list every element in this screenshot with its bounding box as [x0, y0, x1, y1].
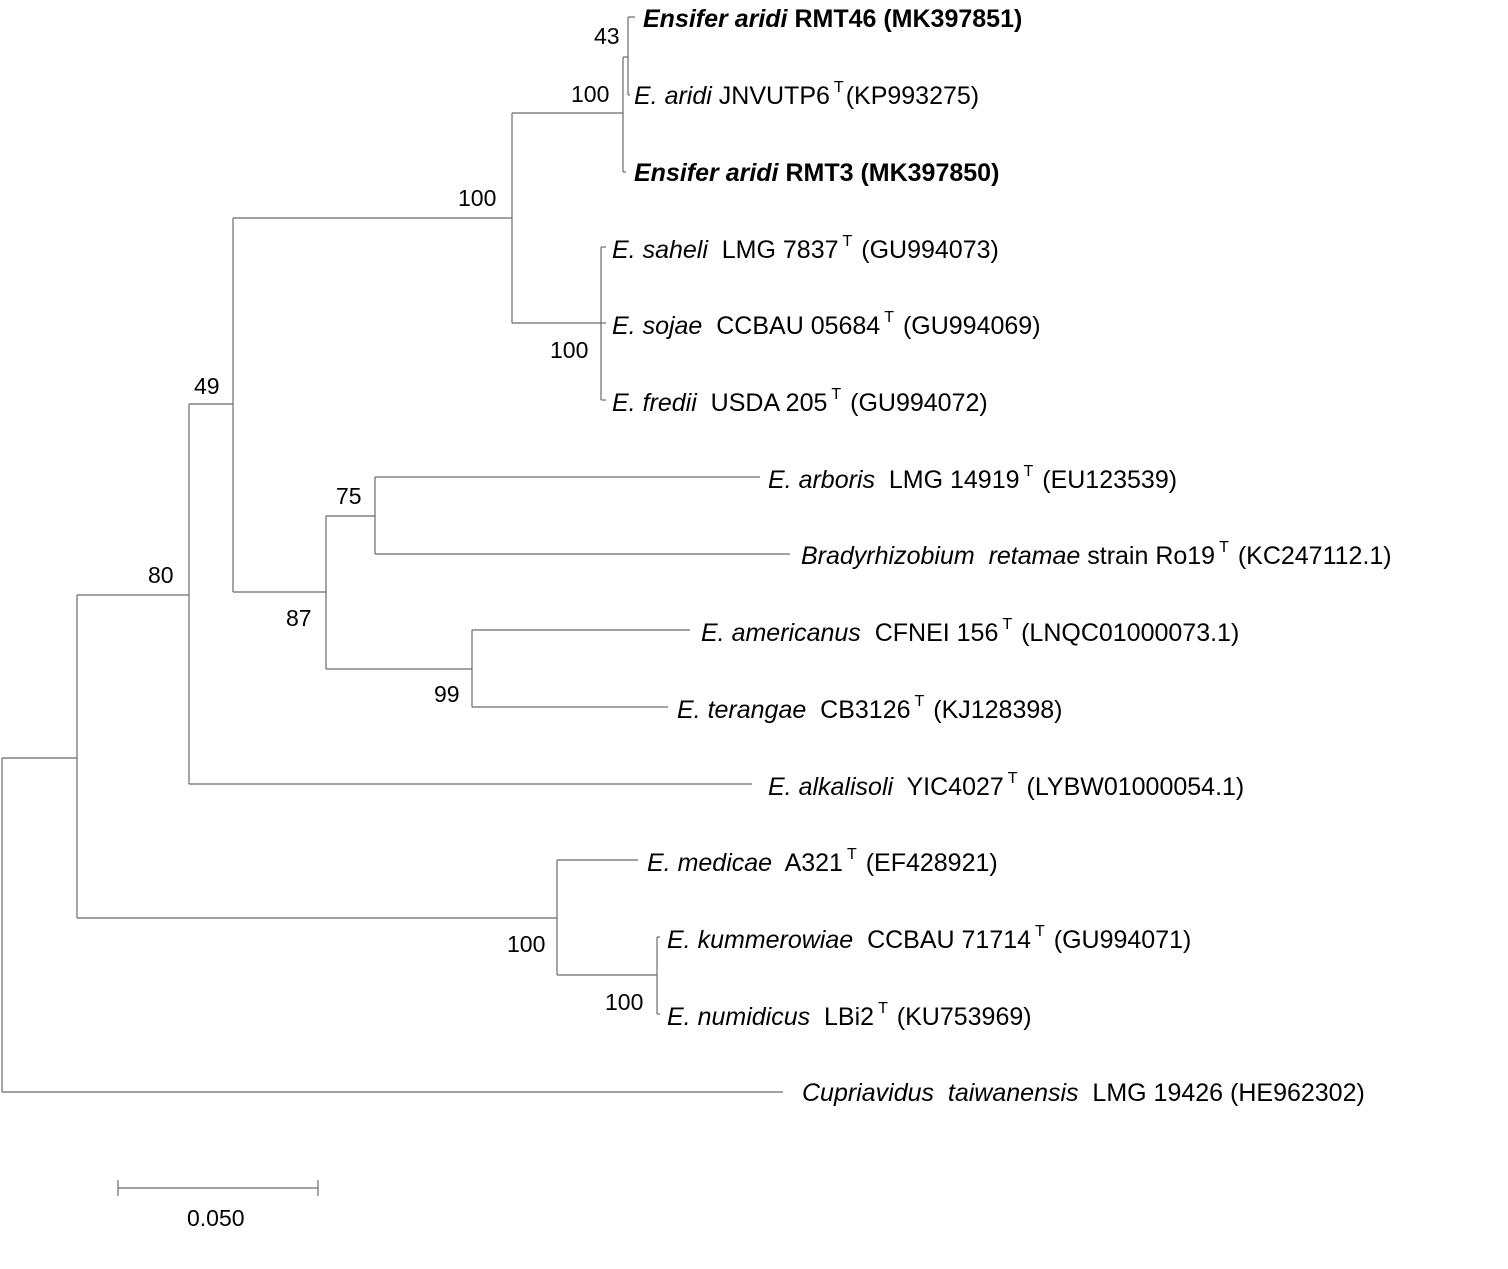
leaf-label-part: (KJ128398) — [926, 696, 1062, 724]
leaf-label-part: USDA 205 — [697, 389, 828, 417]
leaf-label-part: E. americanus — [701, 619, 861, 647]
leaf-label-part: CB3126 — [806, 696, 910, 724]
leaf-label-part: (EF428921) — [859, 849, 998, 877]
leaf-label-part: strain Ro19 — [1080, 542, 1215, 570]
bootstrap-87: 87 — [286, 605, 312, 631]
leaf-label-part: E. medicae — [647, 849, 772, 877]
leaf-label-part: E. fredii — [612, 389, 698, 417]
leaf-label-part: Ensifer aridi — [634, 159, 780, 187]
leaf-label-part: E. numidicus — [667, 1003, 810, 1031]
leaf-label-part: RMT3 (MK397850) — [779, 159, 1000, 187]
bootstrap-100-aridi-group: 100 — [458, 185, 496, 211]
leaf-label-part: (GU994072) — [843, 389, 988, 417]
leaf-label-part: T — [834, 79, 844, 96]
leaf-label-part: T — [915, 693, 925, 710]
leaf-label-part: (EU123539) — [1035, 466, 1177, 494]
leaf-label-part: T — [847, 846, 857, 863]
bootstrap-75: 75 — [336, 483, 362, 509]
leaf-label-part: A321 — [772, 849, 843, 877]
leaf-label-cupriavidus-taiwanensis: Cupriavidus taiwanensis LMG 19426 (HE962… — [802, 1079, 1365, 1107]
leaf-label-part: (GU994069) — [896, 312, 1041, 340]
bootstrap-100-medicae: 100 — [507, 931, 545, 957]
bootstrap-100-aridi: 100 — [571, 81, 609, 107]
leaf-label-part: E. kummerowiae — [667, 926, 853, 954]
leaf-label-ensifer-aridi-rmt46: Ensifer aridi RMT46 (MK397851) — [643, 5, 1022, 33]
leaf-label-part: E. aridi — [634, 82, 713, 110]
leaf-label-part: (GU994071) — [1047, 926, 1192, 954]
scale-bar: 0.050 — [117, 1180, 319, 1231]
leaf-label-part: T — [1035, 923, 1045, 940]
leaf-label-part: CCBAU 71714 — [853, 926, 1031, 954]
leaf-label-part: T — [878, 1000, 888, 1017]
bootstrap-49: 49 — [194, 373, 220, 399]
leaf-label-part: T — [843, 233, 853, 250]
leaf-label-part: CCBAU 05684 — [702, 312, 880, 340]
bootstrap-43: 43 — [594, 23, 620, 49]
leaf-label-part: (KP993275) — [846, 82, 979, 110]
leaf-label-part: (KC247112.1) — [1231, 542, 1392, 570]
leaf-label-part: Ensifer aridi — [643, 5, 789, 33]
leaf-label-part: T — [1008, 770, 1018, 787]
leaf-label-part: LBi2 — [810, 1003, 874, 1031]
leaf-label-part: E. arboris — [768, 466, 875, 494]
leaf-label-part: T — [831, 386, 841, 403]
leaf-label-part: E. sojae — [612, 312, 702, 340]
leaf-label-part: T — [1002, 616, 1012, 633]
bootstrap-99: 99 — [434, 681, 460, 707]
leaf-label-part: (KU753969) — [890, 1003, 1032, 1031]
leaf-label-part: E. terangae — [677, 696, 806, 724]
leaf-label-part: (LYBW01000054.1) — [1020, 773, 1245, 801]
leaf-label-part: T — [884, 309, 894, 326]
leaf-label-part: JNVUTP6 — [712, 82, 830, 110]
bootstrap-80: 80 — [148, 562, 174, 588]
leaf-label-part: CFNEI 156 — [861, 619, 999, 647]
leaf-label-ensifer-aridi-rmt3: Ensifer aridi RMT3 (MK397850) — [634, 159, 999, 187]
bootstrap-100-saheli: 100 — [550, 337, 588, 363]
leaf-label-part: LMG 14919 — [875, 466, 1020, 494]
scale-bar-label: 0.050 — [187, 1205, 245, 1231]
leaf-label-part: T — [1219, 539, 1229, 556]
leaf-label-part: T — [1024, 463, 1034, 480]
leaf-label-part: YIC4027 — [893, 773, 1004, 801]
leaf-label-part: Cupriavidus taiwanensis — [802, 1079, 1079, 1107]
leaf-label-part: (GU994073) — [854, 236, 999, 264]
leaf-label-part: LMG 19426 (HE962302) — [1079, 1079, 1365, 1107]
leaf-label-e-terangae: E. terangae CB3126 T (KJ128398) — [677, 693, 1063, 724]
leaf-label-part: Bradyrhizobium retamae — [801, 542, 1080, 570]
leaf-label-part: RMT46 (MK397851) — [788, 5, 1023, 33]
leaf-label-part: E. alkalisoli — [768, 773, 894, 801]
bootstrap-100-numidicus: 100 — [605, 989, 643, 1015]
leaf-label-part: LMG 7837 — [708, 236, 839, 264]
leaf-label-part: (LNQC01000073.1) — [1014, 619, 1239, 647]
leaf-label-part: E. saheli — [612, 236, 709, 264]
